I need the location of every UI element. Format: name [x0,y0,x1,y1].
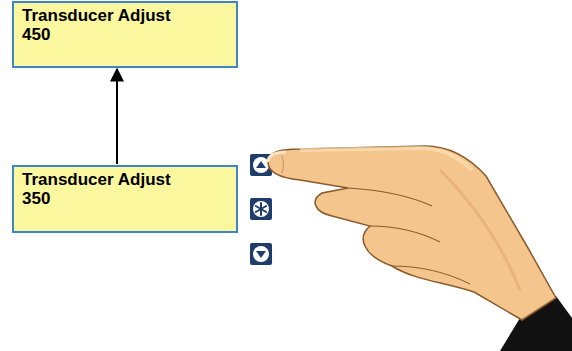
down-button [250,243,272,265]
box-value: 350 [22,189,230,208]
box-heading: Transducer Adjust [22,170,230,189]
box-value: 450 [22,25,230,44]
pointing-hand [268,146,572,351]
box-heading: Transducer Adjust [22,6,230,25]
arrow-connector [116,69,118,164]
value-box: Transducer Adjust350 [12,165,238,233]
star-button [250,198,272,220]
value-box: Transducer Adjust450 [12,1,238,68]
